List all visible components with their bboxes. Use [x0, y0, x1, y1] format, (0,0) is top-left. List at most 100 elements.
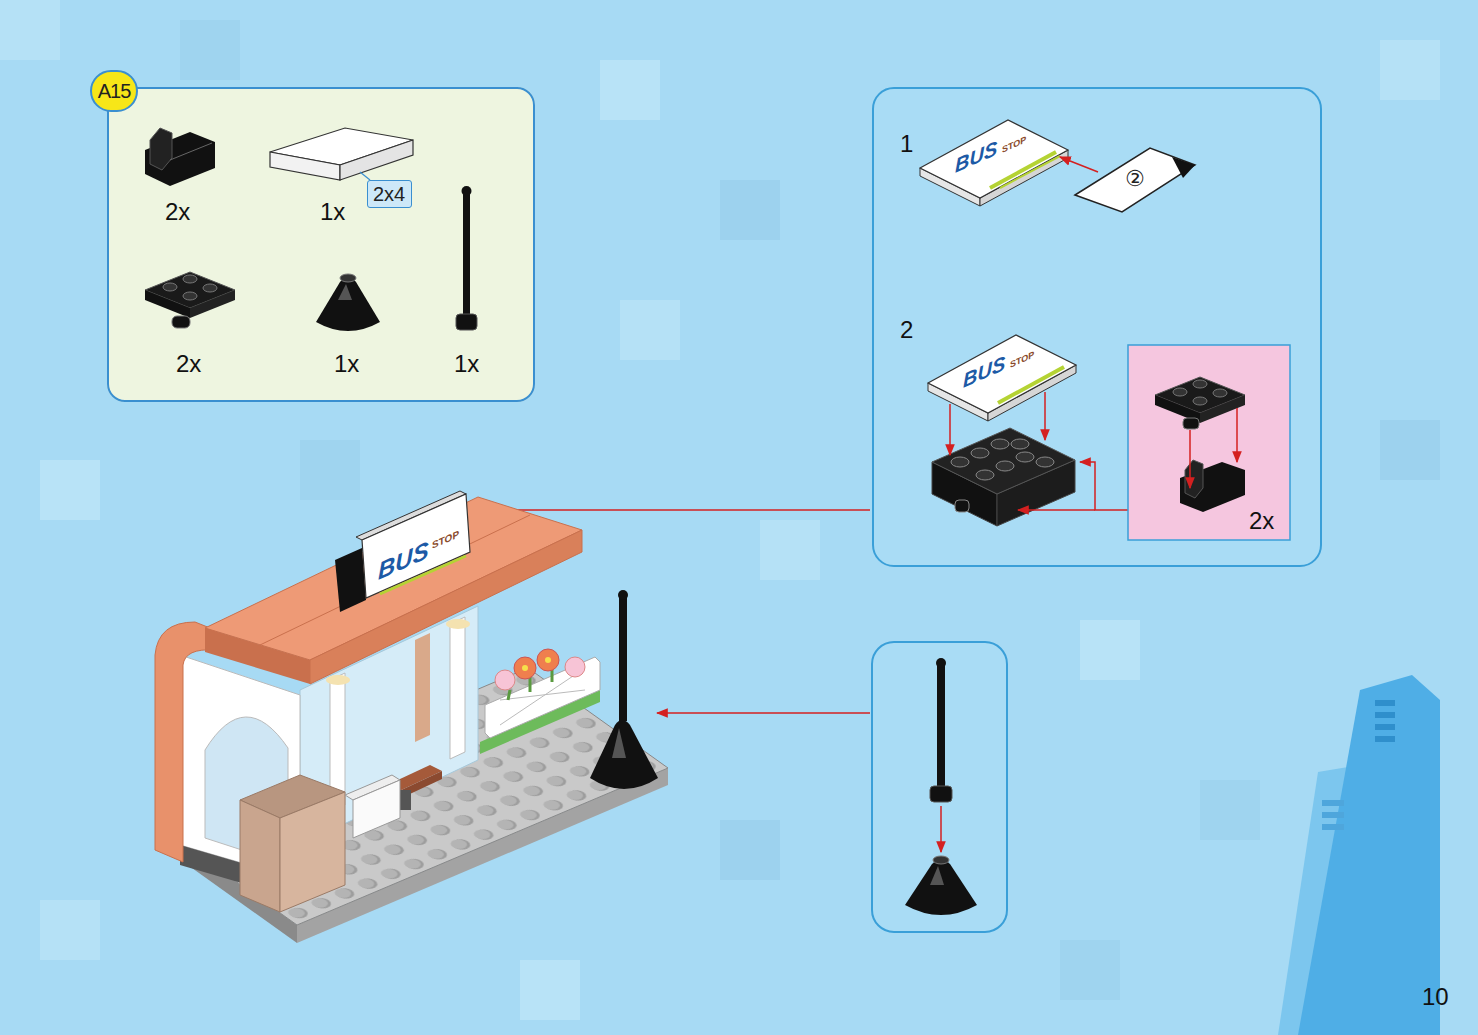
bracket-part: [150, 128, 172, 170]
window: [1322, 812, 1344, 818]
building: [1298, 675, 1440, 1035]
tile-part: [340, 140, 413, 180]
arrow: [1060, 157, 1098, 172]
subassembly-box: 2x: [1128, 345, 1290, 540]
antenna-part: [930, 786, 952, 802]
sticker-sheet: [1075, 148, 1195, 212]
arrow: [949, 404, 951, 455]
window: [1322, 800, 1344, 806]
cone-highlight: [930, 866, 944, 885]
arrow: [1189, 430, 1191, 488]
pixel-square: [300, 440, 360, 500]
sticker-number: ②: [1125, 168, 1145, 190]
step-number: 2: [900, 318, 913, 342]
pixel-square: [0, 0, 60, 60]
arrow: [1044, 392, 1046, 440]
window: [1375, 724, 1395, 730]
stud: [1016, 452, 1034, 462]
flower-center: [522, 665, 528, 671]
lattice: [500, 690, 585, 700]
step-panel: 1 2 2x: [872, 87, 1322, 567]
size-text: 2x4: [373, 184, 405, 204]
stud: [1173, 388, 1187, 396]
stud: [951, 457, 969, 467]
quantity: 1x: [454, 352, 479, 376]
window: [1375, 736, 1395, 742]
page-number: 10: [1422, 985, 1449, 1009]
sign-bracket: [335, 548, 366, 612]
flower: [565, 657, 585, 677]
clip: [1183, 418, 1199, 429]
bracket-part: [1185, 460, 1203, 498]
pixel-square: [180, 20, 240, 80]
size-callout: 2x4: [367, 180, 412, 208]
skyline: [1278, 675, 1440, 1035]
stud: [203, 284, 217, 292]
quantity: 2x: [165, 200, 190, 224]
sticker-tile: [928, 335, 1076, 413]
bus-stop-model: [155, 491, 668, 943]
sticker-stripe: [998, 367, 1064, 403]
pixel-square: [1200, 780, 1260, 840]
antenna-part: [463, 192, 470, 317]
column-cap: [446, 619, 470, 629]
pixel-square: [1060, 940, 1120, 1000]
panel-fill: [872, 87, 1322, 567]
antenna-part: [456, 314, 477, 330]
stud: [933, 856, 949, 864]
poster-panel: [415, 633, 430, 742]
lamp-base: [590, 720, 658, 789]
antenna-part: [937, 664, 945, 789]
bin-side: [280, 792, 345, 912]
stud: [1036, 457, 1054, 467]
panel: [872, 642, 1007, 932]
arrow: [1018, 509, 1095, 511]
bracket-edge: [170, 143, 212, 160]
stud: [971, 448, 989, 458]
stud: [1193, 380, 1207, 388]
arrow: [1236, 408, 1238, 462]
stem: [508, 690, 510, 700]
stud: [163, 283, 177, 291]
cone-part: [905, 860, 977, 915]
column: [450, 617, 465, 759]
sticker-tile: [920, 120, 1068, 198]
antenna-part: [936, 658, 946, 668]
pixel-square: [40, 900, 100, 960]
pixel-square: [1380, 420, 1440, 480]
pixel-square: [620, 300, 680, 360]
step-number: 1: [900, 132, 913, 156]
quantity: 1x: [320, 200, 345, 224]
subassembly-fill: [1128, 345, 1290, 540]
column-cap: [326, 675, 350, 685]
subassembly-outline: [1128, 345, 1290, 540]
quantity: 2x: [1249, 509, 1274, 533]
step-panel-art: [872, 87, 1322, 567]
window: [1375, 700, 1395, 706]
cone-part: [316, 277, 380, 331]
arrow: [1080, 462, 1128, 510]
pixel-square: [520, 960, 580, 1020]
quantity: 2x: [176, 352, 201, 376]
pixel-square: [600, 60, 660, 120]
stud: [1193, 397, 1207, 405]
clip: [172, 316, 190, 328]
sticker-stripe: [1000, 156, 1060, 188]
arrow: [657, 712, 870, 714]
step-badge: A15: [90, 70, 138, 112]
pixel-square: [40, 460, 100, 520]
stud: [991, 439, 1009, 449]
pixel-square: [1380, 40, 1440, 100]
stud: [996, 461, 1014, 471]
brick-part: [932, 428, 1075, 494]
cone-highlight: [338, 284, 352, 300]
lamp-pole: [618, 590, 628, 600]
antenna-part: [462, 186, 472, 196]
stud: [976, 470, 994, 480]
window: [1375, 712, 1395, 718]
arrow: [482, 509, 870, 511]
lamp-highlight: [612, 728, 626, 758]
flower: [514, 657, 536, 679]
